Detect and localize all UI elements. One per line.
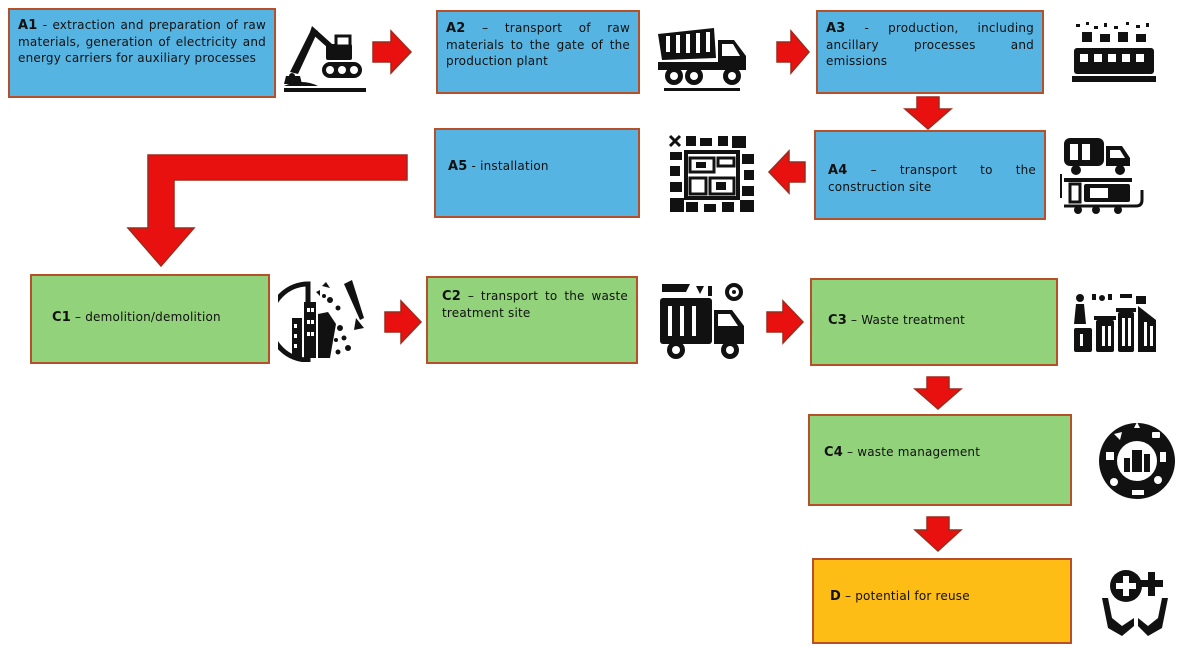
stage-description: extraction and preparation of raw materi… bbox=[18, 18, 267, 65]
stage-separator: – bbox=[847, 312, 862, 327]
stage-c1-box: C1 – demolition/demolition bbox=[30, 274, 270, 364]
recycling-cycle-icon bbox=[1099, 422, 1175, 499]
stage-code: D bbox=[830, 589, 841, 604]
stage-description: installation bbox=[480, 159, 549, 173]
stage-c3-box: C3 – Waste treatment bbox=[810, 278, 1058, 366]
stage-code: C3 bbox=[828, 312, 847, 328]
stage-code: C1 bbox=[52, 309, 71, 325]
stage-a2-box: A2 – transport of raw materials to the g… bbox=[436, 10, 640, 94]
stage-a4-box: A4 – transport to the construction site bbox=[814, 130, 1046, 220]
arrow-c1-to-c2 bbox=[384, 299, 423, 345]
stage-separator: – bbox=[843, 445, 858, 459]
demolition-icon bbox=[278, 280, 364, 362]
arrow-c4-to-d bbox=[913, 516, 963, 553]
stage-description: Waste treatment bbox=[861, 312, 966, 327]
stage-description: potential for reuse bbox=[855, 589, 970, 603]
stage-code: A1 bbox=[18, 18, 38, 33]
stage-separator: - bbox=[467, 159, 481, 173]
stage-a5-box: A5 - installation bbox=[434, 128, 640, 218]
stage-description: production, including ancillary processe… bbox=[826, 21, 1034, 68]
stage-description: waste management bbox=[857, 445, 981, 459]
stage-code: A4 bbox=[828, 163, 848, 178]
stage-separator: – bbox=[847, 163, 900, 177]
stage-label: C3 – Waste treatment bbox=[828, 312, 965, 329]
stage-separator: – bbox=[71, 309, 86, 324]
stage-description: transport to the waste treatment site bbox=[442, 289, 628, 320]
stage-description: transport of raw materials to the gate o… bbox=[446, 21, 630, 68]
hands-plus-icon bbox=[1102, 570, 1168, 636]
waste-truck-icon bbox=[660, 283, 744, 359]
stage-label: C1 – demolition/demolition bbox=[52, 309, 221, 326]
stage-c4-box: C4 – waste management bbox=[808, 414, 1072, 506]
dump-truck-icon bbox=[658, 28, 746, 91]
arrow-a2-to-a3 bbox=[776, 28, 810, 76]
waste-bins-icon bbox=[1074, 294, 1156, 352]
stage-description: transport to the construction site bbox=[828, 163, 1036, 194]
stage-d-box: D – potential for reuse bbox=[812, 558, 1072, 644]
stage-a3-box: A3 - production, including ancillary pro… bbox=[816, 10, 1044, 94]
excavator-icon bbox=[284, 26, 366, 92]
stage-code: A2 bbox=[446, 21, 466, 36]
factory-icon bbox=[1072, 22, 1156, 82]
stage-code: C4 bbox=[824, 445, 843, 460]
arrow-a3-to-a4 bbox=[902, 96, 954, 130]
stage-separator: - bbox=[37, 18, 53, 32]
stage-separator: – bbox=[841, 589, 856, 603]
stage-separator: - bbox=[845, 21, 889, 35]
arrow-a1-to-a2 bbox=[372, 29, 413, 75]
arrow-a4-to-a5 bbox=[767, 149, 806, 195]
stage-code: C2 bbox=[442, 289, 461, 304]
arrow-c3-to-c4 bbox=[912, 376, 964, 410]
stage-code: A3 bbox=[826, 21, 846, 36]
arrow-a5-to-c1 bbox=[126, 154, 408, 268]
stage-separator: – bbox=[461, 289, 481, 303]
stage-description: demolition/demolition bbox=[85, 309, 221, 324]
transport-vehicles-icon bbox=[1060, 138, 1144, 214]
construction-plan-icon bbox=[668, 134, 754, 212]
arrow-c2-to-c3 bbox=[766, 299, 805, 345]
stage-code: A5 bbox=[448, 159, 468, 174]
stage-c2-box: C2 – transport to the waste treatment si… bbox=[426, 276, 638, 364]
stage-separator: – bbox=[465, 21, 505, 35]
stage-a1-box: A1 - extraction and preparation of raw m… bbox=[8, 8, 276, 98]
